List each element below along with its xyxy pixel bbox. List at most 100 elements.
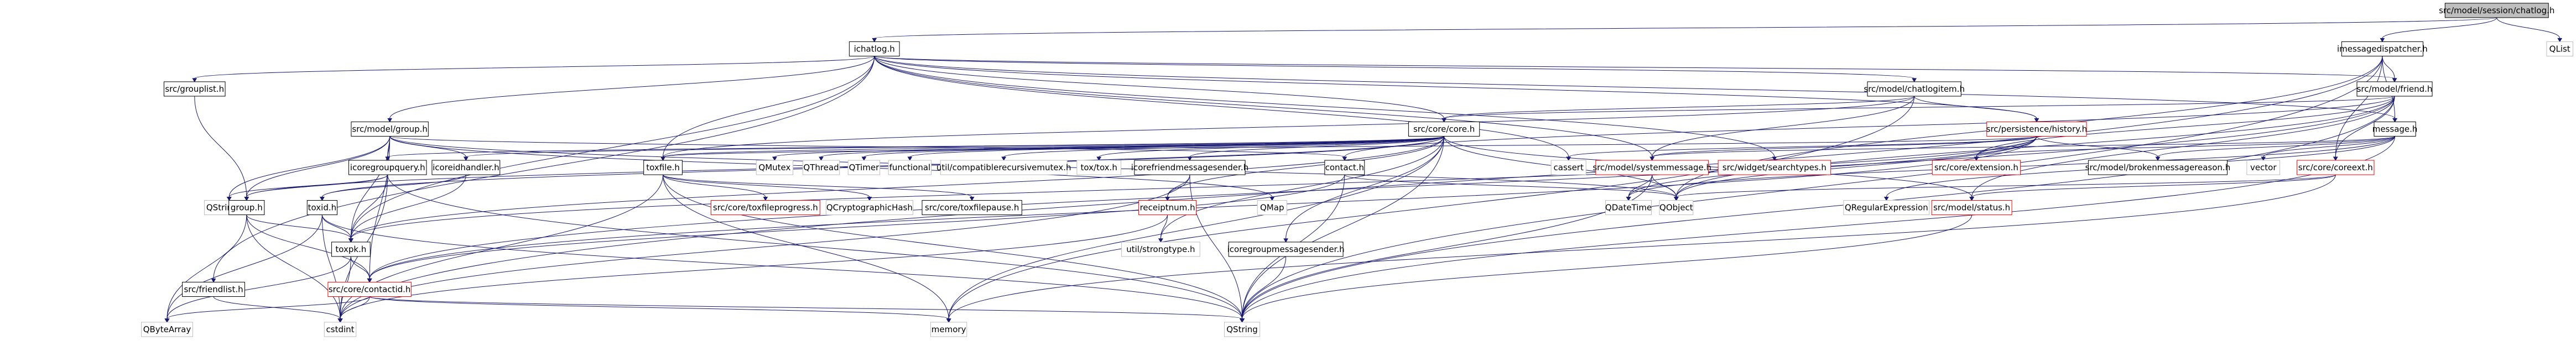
node-label: QByteArray bbox=[143, 324, 191, 334]
edge-toxid-to-toxpk bbox=[321, 214, 353, 243]
node-label: QString bbox=[1226, 324, 1258, 334]
node-grouph[interactable]: src/model/group.h bbox=[351, 121, 429, 137]
edge-line bbox=[350, 175, 466, 239]
node-grouplist[interactable]: src/grouplist.h bbox=[163, 81, 226, 97]
node-chatlogitem[interactable]: src/model/chatlogitem.h bbox=[1864, 81, 1965, 97]
node-box bbox=[351, 121, 429, 137]
node-coreext[interactable]: src/core/coreext.h bbox=[2297, 160, 2375, 175]
node-toxfileprogress[interactable]: src/core/toxfileprogress.h bbox=[710, 200, 820, 216]
node-box bbox=[643, 160, 683, 175]
edge-line bbox=[663, 175, 1243, 319]
node-toxfilepause[interactable]: src/core/toxfilepause.h bbox=[922, 200, 1022, 216]
node-friendlist[interactable]: src/friendlist.h bbox=[182, 281, 245, 297]
edge-arrowhead bbox=[867, 197, 872, 201]
node-grouph2[interactable]: group.h bbox=[228, 200, 265, 216]
node-label: src/model/status.h bbox=[1933, 203, 2010, 213]
edge-arrowhead bbox=[1912, 78, 1917, 82]
edge-line bbox=[1160, 136, 1445, 239]
edge-line bbox=[1976, 136, 2396, 158]
edge-line bbox=[2496, 17, 2561, 39]
node-box bbox=[825, 200, 913, 216]
edge-toxfile-to-qcryptohash bbox=[663, 174, 872, 201]
node-label: toxfile.h bbox=[646, 163, 680, 172]
node-toxid[interactable]: toxid.h bbox=[306, 200, 338, 216]
edge-line bbox=[663, 136, 2037, 158]
edge-line bbox=[874, 56, 1445, 119]
node-contactid[interactable]: src/core/contactid.h bbox=[327, 281, 412, 297]
edge-coreext-to-status bbox=[1969, 174, 2336, 201]
node-qbytearray: QByteArray bbox=[141, 322, 193, 337]
node-imessagedispatcher[interactable]: imessagedispatcher.h bbox=[2337, 41, 2428, 57]
node-box bbox=[327, 281, 412, 297]
edge-friendh-to-corecore bbox=[1441, 96, 2395, 123]
node-label: memory bbox=[931, 324, 966, 334]
edge-line bbox=[1914, 96, 2037, 119]
node-icoregroupmessagesender[interactable]: icoregroupmessagesender.h bbox=[1227, 242, 1345, 257]
edge-history-to-toxpk bbox=[348, 136, 2037, 243]
edge-friendh-to-contact bbox=[1342, 96, 2395, 161]
dependency-nodes: src/model/session/chatlog.h ichatlog.h ime… bbox=[141, 3, 2573, 337]
node-brokenmessagereason[interactable]: src/model/brokenmessagereason.h bbox=[2085, 160, 2231, 175]
edge-arrowhead bbox=[1673, 197, 1679, 201]
edge-line bbox=[1444, 96, 2395, 119]
edge-contactid-to-qbytearray bbox=[164, 296, 370, 323]
node-receiptnum[interactable]: receiptnum.h bbox=[1138, 200, 1197, 216]
edge-arrowhead bbox=[1283, 238, 1288, 243]
edge-arrowhead bbox=[772, 156, 777, 161]
edge-arrowhead bbox=[244, 197, 249, 201]
edge-icoregroupquery-to-grouph2 bbox=[244, 174, 388, 201]
node-root[interactable]: src/model/session/chatlog.h bbox=[2439, 3, 2554, 18]
node-searchtypes[interactable]: src/widget/searchtypes.h bbox=[1718, 160, 1831, 175]
node-box bbox=[1932, 160, 2021, 175]
node-systemmessage[interactable]: src/model/systemmessage.h bbox=[1593, 160, 1711, 175]
node-message[interactable]: message.h bbox=[2372, 121, 2418, 137]
edge-line bbox=[194, 56, 875, 79]
node-ichatlog[interactable]: ichatlog.h bbox=[849, 41, 900, 57]
node-compatiblerecursivemutex: util/compatiblerecursivemutex.h bbox=[936, 160, 1071, 175]
edge-line bbox=[350, 136, 391, 239]
node-icoreidhandler[interactable]: icoreidhandler.h bbox=[431, 160, 501, 175]
edge-line bbox=[874, 56, 1569, 158]
node-toxpk[interactable]: toxpk.h bbox=[331, 242, 371, 257]
node-toxtox: tox/tox.h bbox=[1076, 160, 1122, 175]
edge-message-to-brokenmessagereason bbox=[2155, 136, 2396, 161]
node-toxfile[interactable]: toxfile.h bbox=[643, 160, 683, 175]
node-label: src/model/chatlogitem.h bbox=[1864, 84, 1965, 94]
node-box bbox=[1931, 200, 2012, 216]
edge-receiptnum-to-cstdint bbox=[337, 214, 1168, 323]
edge-line bbox=[1160, 214, 1168, 239]
edge-line bbox=[1003, 136, 1445, 158]
node-box bbox=[847, 160, 881, 175]
node-history[interactable]: src/persistence/history.h bbox=[1986, 121, 2088, 137]
edge-arrowhead bbox=[367, 278, 372, 283]
edge-corecore-to-icoregroupquery bbox=[385, 136, 1445, 161]
node-box bbox=[1659, 200, 1694, 216]
edge-arrowhead bbox=[226, 197, 232, 201]
edge-chatlogitem-to-history bbox=[1914, 96, 2039, 123]
node-extension[interactable]: src/core/extension.h bbox=[1932, 160, 2021, 175]
edge-arrowhead bbox=[463, 156, 469, 161]
node-box bbox=[849, 41, 900, 57]
edge-line bbox=[387, 136, 1445, 158]
edge-line bbox=[1652, 175, 1677, 197]
edge-arrowhead bbox=[1772, 156, 1777, 161]
edge-line bbox=[213, 296, 341, 319]
node-friendh[interactable]: src/model/friend.h bbox=[2356, 81, 2433, 97]
edge-arrowhead bbox=[819, 156, 824, 161]
node-corecore[interactable]: src/core/core.h bbox=[1408, 121, 1480, 137]
edge-arrowhead bbox=[1240, 318, 1245, 323]
edge-line bbox=[2263, 136, 2396, 158]
edge-line bbox=[246, 214, 351, 239]
node-icoregroupquery[interactable]: icoregroupquery.h bbox=[348, 160, 427, 175]
edge-line bbox=[948, 96, 1915, 319]
edge-line bbox=[1242, 56, 2383, 319]
edge-line bbox=[663, 174, 766, 197]
edge-line bbox=[948, 175, 2336, 319]
node-label: src/model/group.h bbox=[352, 124, 428, 134]
node-box bbox=[2297, 160, 2375, 175]
edge-line bbox=[1167, 175, 1190, 197]
node-status[interactable]: src/model/status.h bbox=[1931, 200, 2012, 216]
node-icorefriendmessagesender[interactable]: icorefriendmessagesender.h bbox=[1131, 160, 1248, 175]
node-label: QObject bbox=[1659, 203, 1693, 213]
node-contact[interactable]: contact.h bbox=[1324, 160, 1365, 175]
